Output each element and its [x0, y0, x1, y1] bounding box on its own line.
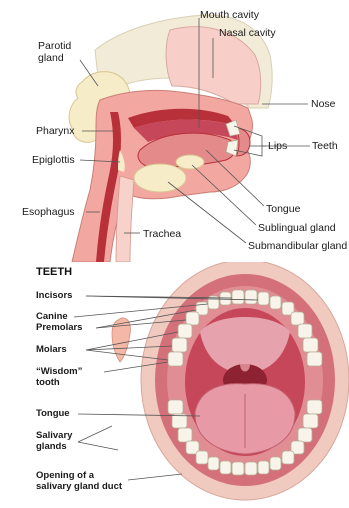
lower-molar-r1	[303, 414, 318, 428]
label-trachea: Trachea	[143, 228, 181, 240]
teeth-title: TEETH	[36, 266, 72, 278]
label-molars: Molars	[36, 344, 67, 355]
label-pharynx: Pharynx	[36, 125, 75, 137]
label-opening-duct: Opening of a salivary gland duct	[36, 470, 122, 492]
label-tongue: Tongue	[266, 203, 300, 215]
lower-canine-right	[270, 457, 281, 470]
label-submandibular-gland: Submandibular gland	[248, 240, 347, 252]
upper-molar-r1	[298, 324, 312, 338]
lower-wisdom-l	[168, 400, 183, 414]
label-epiglottis: Epiglottis	[32, 154, 75, 166]
label-lips: Lips	[268, 140, 287, 152]
label-sublingual-gland: Sublingual gland	[258, 222, 336, 234]
label-mouth-cavity: Mouth cavity	[200, 9, 259, 21]
label-incisors: Incisors	[36, 290, 72, 301]
upper-incisor-4	[258, 292, 269, 305]
lower-incisor-2	[232, 462, 244, 475]
lower-incisor-1	[220, 461, 231, 474]
upper-premolar-r2	[291, 312, 304, 325]
label-tongue-bottom: Tongue	[36, 408, 70, 419]
label-teeth: Teeth	[312, 140, 338, 152]
label-nose: Nose	[311, 98, 336, 110]
lower-molar-l2	[178, 428, 192, 442]
upper-incisor-2	[245, 290, 257, 304]
lower-incisor-4	[258, 461, 269, 474]
leader-salivary-b	[78, 442, 118, 450]
sagittal-section-diagram: Mouth cavity Nasal cavity Parotid gland …	[0, 0, 349, 262]
upper-molar-l1	[178, 324, 192, 338]
upper-incisor-3	[220, 292, 231, 305]
label-esophagus: Esophagus	[22, 206, 75, 218]
lower-premolar-l2	[196, 451, 208, 464]
lower-incisor-3	[245, 462, 257, 475]
leader-duct	[128, 474, 182, 480]
teeth-diagram: TEETH Incisors Canine Premolars Molars “…	[0, 262, 349, 508]
upper-wisdom-l	[168, 352, 183, 366]
lower-premolar-r2	[282, 451, 294, 464]
upper-premolar-l2	[186, 312, 199, 325]
label-wisdom-tooth: “Wisdom” tooth	[36, 366, 82, 388]
lower-canine-left	[208, 457, 219, 470]
label-nasal-cavity: Nasal cavity	[219, 27, 276, 39]
label-salivary-glands: Salivary glands	[36, 430, 72, 452]
upper-wisdom-r	[307, 352, 322, 366]
lower-wisdom-r	[307, 400, 322, 414]
label-parotid-gland: Parotid gland	[38, 40, 71, 64]
sublingual-gland-shape	[176, 155, 204, 169]
lower-molar-r2	[298, 428, 312, 442]
trachea-tube	[116, 176, 134, 262]
label-premolars: Premolars	[36, 322, 82, 333]
upper-incisor-1	[232, 290, 244, 304]
upper-molar-r2	[303, 338, 318, 352]
label-canine: Canine	[36, 311, 68, 322]
upper-canine-right	[270, 296, 281, 309]
upper-molar-l2	[172, 338, 187, 352]
submandibular-gland-shape	[134, 164, 186, 192]
leader-salivary-a	[78, 426, 112, 442]
